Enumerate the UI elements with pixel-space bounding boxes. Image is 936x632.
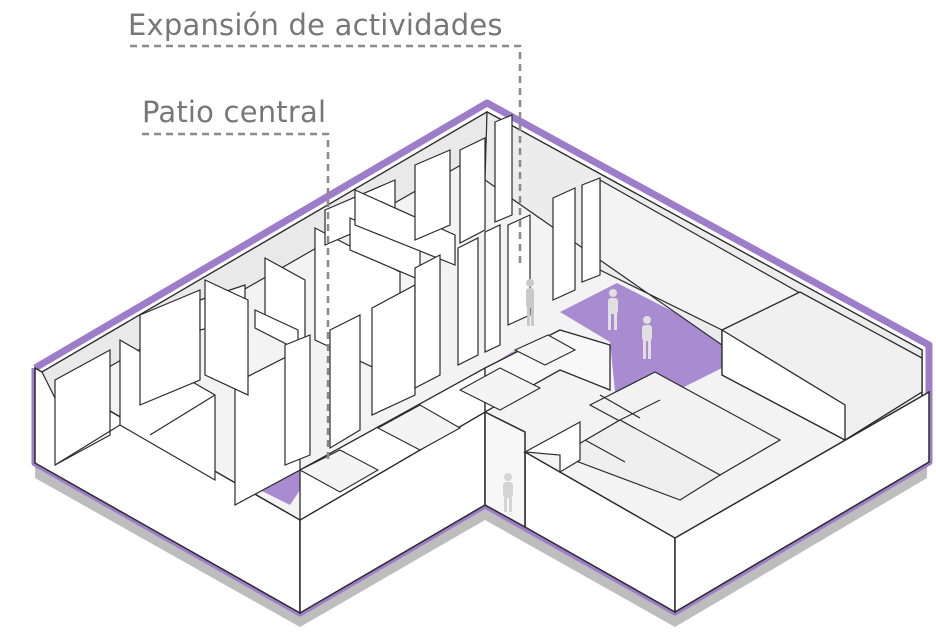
outer-wall-link <box>484 410 526 529</box>
person-silhouette-icon <box>608 289 618 330</box>
right-room-block-wall <box>721 328 846 442</box>
person-silhouette-icon <box>526 279 534 326</box>
outer-wall-right-side <box>674 390 930 614</box>
display-panels <box>54 114 601 507</box>
partition-lines <box>54 394 661 466</box>
label-patio-central: Patio central <box>142 95 327 129</box>
leader-line-patio <box>142 132 330 460</box>
person-silhouette-icon <box>503 473 513 512</box>
corridor-stalls <box>298 334 577 493</box>
person-silhouette-icon <box>642 316 652 359</box>
label-expansion: Expansión de actividades <box>128 8 503 42</box>
leader-line-expansion <box>130 44 522 265</box>
room-lower-right-2 <box>558 419 722 501</box>
room-lower-right-wall <box>522 420 581 474</box>
